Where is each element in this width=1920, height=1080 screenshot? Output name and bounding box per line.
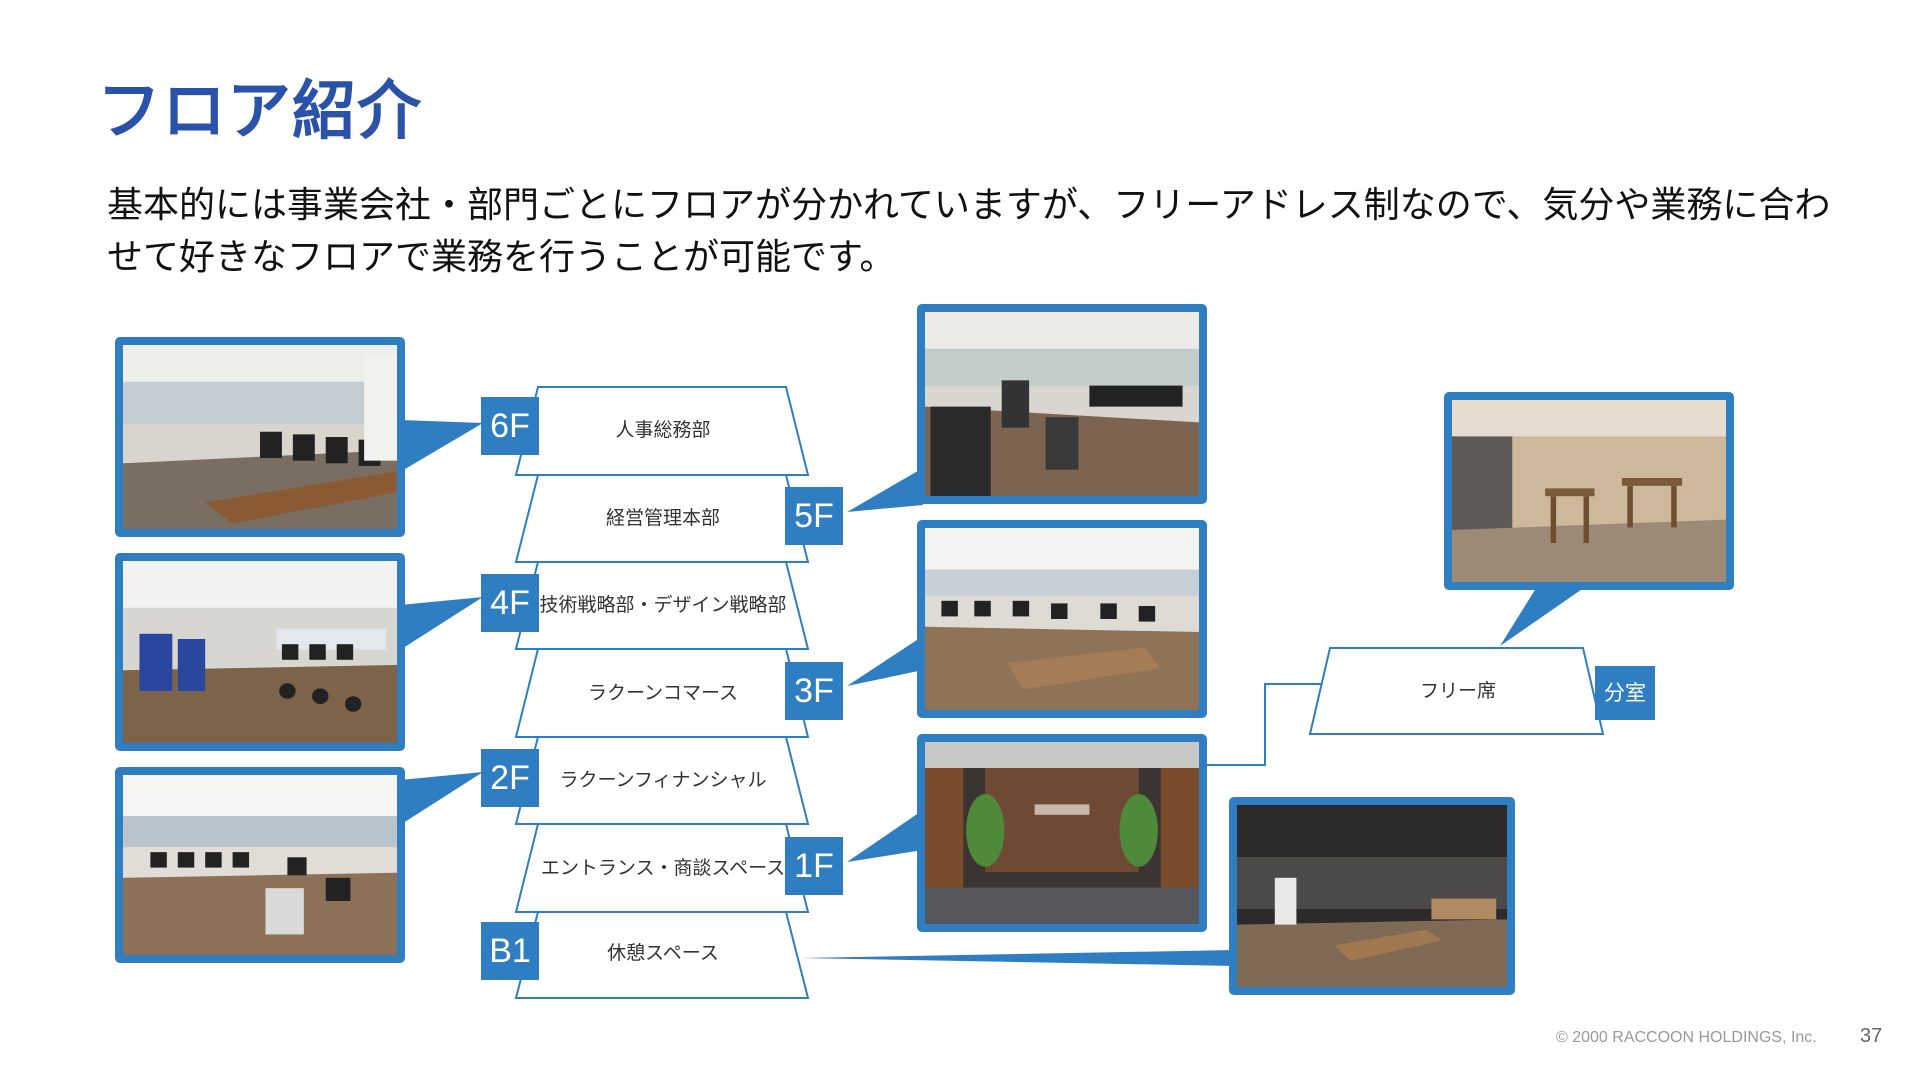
photo-b1 [1229, 797, 1515, 995]
annex-badge: 分室 [1595, 666, 1655, 720]
callout-1f [847, 810, 923, 862]
photo-2f [115, 767, 405, 963]
photo-5f [917, 304, 1207, 504]
floor-label-6f: 人事総務部 [615, 419, 711, 441]
floor-label-2f: ラクーンフィナンシャル [559, 769, 767, 791]
copyright-text: © 2000 RACCOON HOLDINGS, Inc. [1556, 1029, 1817, 1046]
annex-label: フリー席 [1419, 680, 1496, 702]
annex-connector [1205, 683, 1322, 766]
floor-label-b1: 休憩スペース [607, 942, 719, 964]
floor-badge-b1: B1 [481, 922, 539, 980]
floor-label-5f: 経営管理本部 [605, 507, 720, 529]
callout-2f [400, 772, 483, 825]
callout-b1 [800, 950, 1235, 966]
photo-1f [917, 734, 1207, 932]
photo-6f [115, 337, 405, 537]
floor-badge-2f: 2F [481, 749, 539, 807]
callout-4f [400, 597, 483, 650]
floor-badge-4f: 4F [481, 574, 539, 632]
callout-6f [400, 420, 483, 472]
callout-5f [847, 468, 923, 512]
callout-annex [1500, 585, 1588, 646]
floor-badge-6f: 6F [481, 397, 539, 455]
page-title: フロア紹介 [97, 75, 422, 149]
floor-label-3f: ラクーンコマース [587, 682, 739, 704]
page-number: 37 [1860, 1025, 1883, 1047]
photo-annex [1444, 392, 1734, 590]
callout-3f [847, 636, 923, 686]
floor-label-4f: 技術戦略部・デザイン戦略部 [539, 594, 787, 616]
description-text: 基本的には事業会社・部門ごとにフロアが分かれていますが、フリーアドレス制なので、… [107, 185, 1831, 278]
photo-4f [115, 553, 405, 751]
floor-label-1f: エントランス・商談スペース [540, 857, 786, 879]
floor-badge-5f: 5F [785, 487, 843, 545]
floor-badge-1f: 1F [785, 837, 843, 895]
floor-badge-3f: 3F [785, 662, 843, 720]
photo-3f [917, 520, 1207, 718]
annex-shape [1308, 647, 1605, 735]
